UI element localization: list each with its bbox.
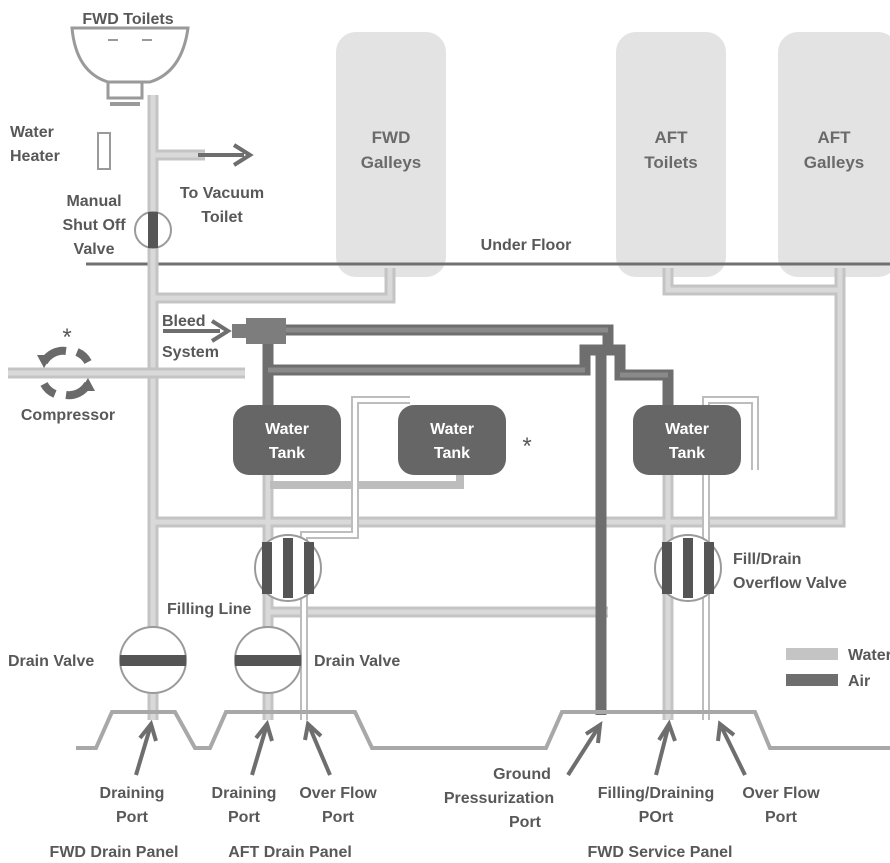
aft-galleys-label-2: Galleys — [804, 153, 865, 172]
water-heater-label-2: Heater — [10, 148, 60, 165]
legend-air-swatch — [786, 674, 838, 686]
water-tank-3-label-2: Tank — [669, 445, 705, 462]
fwd-draining-port-1: Draining — [100, 785, 165, 802]
arrow-fwd-drain-port — [134, 719, 158, 776]
aft-draining-port-2: Port — [228, 809, 261, 826]
filling-draining-port-2: POrt — [639, 809, 674, 826]
ground-press-port-1: Ground — [493, 766, 551, 783]
water-heater-box — [97, 132, 111, 170]
filling-draining-port-1: Filling/Draining — [598, 785, 714, 802]
legend-water-label: Water — [848, 647, 890, 664]
bleed-connector — [232, 318, 286, 344]
arrow-ground-pressurization-port — [566, 721, 603, 777]
fwd-overflow-port-1: Over Flow — [742, 785, 820, 802]
water-tank-3 — [633, 405, 741, 475]
arrow-filling-draining-port — [654, 719, 677, 776]
arrow-aft-overflow-port — [303, 720, 332, 776]
arrow-fwd-overflow-port — [716, 720, 747, 776]
fwd-service-panel-label: FWD Service Panel — [588, 844, 733, 861]
compartments — [336, 32, 890, 277]
aft-overflow-port-1: Over Flow — [299, 785, 377, 802]
drain-valve-aft-label: Drain Valve — [314, 653, 400, 670]
fill-drain-overflow-valve — [654, 534, 722, 602]
fill-drain-label-2: Overflow Valve — [733, 575, 847, 592]
bleed-label-2: System — [162, 344, 219, 361]
legend: Water Air — [786, 647, 890, 690]
fill-valves — [254, 534, 722, 602]
to-vacuum-label-2: Toilet — [201, 209, 243, 226]
water-tank-2 — [398, 405, 506, 475]
manual-shutoff-label-1: Manual — [66, 193, 121, 210]
air-pipes — [8, 324, 674, 715]
manual-shutoff-label-2: Shut Off — [62, 217, 126, 234]
to-vacuum-arrow — [198, 143, 254, 167]
water-tank-1-label-1: Water — [265, 421, 309, 438]
fwd-overflow-port-2: Port — [765, 809, 798, 826]
drain-valve-fwd-label: Drain Valve — [8, 653, 94, 670]
water-tanks — [233, 405, 741, 475]
manual-shutoff-valve — [134, 211, 172, 249]
water-heater-label-1: Water — [10, 124, 54, 141]
aft-draining-port-1: Draining — [212, 785, 277, 802]
to-vacuum-label-1: To Vacuum — [180, 185, 264, 202]
ground-press-port-3: Port — [509, 814, 542, 831]
ground-press-port-2: Pressurization — [444, 790, 554, 807]
fwd-galleys-box — [336, 32, 446, 277]
aft-toilets-label-1: AFT — [654, 128, 688, 147]
fill-valve-left — [254, 534, 322, 602]
under-floor-label: Under Floor — [481, 237, 572, 254]
water-tank-1-label-2: Tank — [269, 445, 305, 462]
arrow-aft-drain-port — [250, 719, 274, 776]
filling-line-label: Filling Line — [167, 601, 252, 618]
fwd-galleys-label-1: FWD — [372, 128, 411, 147]
water-tank-2-label-2: Tank — [434, 445, 470, 462]
manual-shutoff-label-3: Valve — [74, 241, 115, 258]
aft-overflow-port-2: Port — [322, 809, 355, 826]
drain-valves — [119, 626, 302, 694]
water-tank-1 — [233, 405, 341, 475]
water-tank-3-label-1: Water — [665, 421, 709, 438]
water-tank-2-label-1: Water — [430, 421, 474, 438]
port-arrows — [134, 719, 747, 777]
fwd-draining-port-2: Port — [116, 809, 149, 826]
asterisk-tank: * — [522, 433, 531, 460]
aft-galleys-label-1: AFT — [817, 128, 851, 147]
aft-galleys-box — [778, 32, 890, 277]
fwd-galleys-label-2: Galleys — [361, 153, 422, 172]
fwd-toilets-label: FWD Toilets — [82, 11, 173, 28]
bleed-arrow — [163, 319, 232, 343]
drain-valve-aft — [234, 626, 302, 694]
panel-outline — [76, 710, 890, 750]
bleed-label-1: Bleed — [162, 313, 206, 330]
aft-toilets-box — [616, 32, 726, 277]
labels: FWD Toilets Water Heater To Vacuum Toile… — [8, 11, 864, 861]
drain-valve-fwd — [119, 626, 187, 694]
asterisk-compressor: * — [62, 324, 71, 351]
aft-drain-panel-label: AFT Drain Panel — [228, 844, 352, 861]
legend-air-label: Air — [848, 673, 870, 690]
compressor-icon — [37, 346, 95, 400]
compressor-label: Compressor — [21, 407, 115, 424]
aft-toilets-label-2: Toilets — [644, 153, 698, 172]
fwd-toilets-icon — [70, 26, 190, 106]
fill-drain-label-1: Fill/Drain — [733, 551, 801, 568]
fwd-drain-panel-label: FWD Drain Panel — [50, 844, 179, 861]
legend-water-swatch — [786, 648, 838, 660]
